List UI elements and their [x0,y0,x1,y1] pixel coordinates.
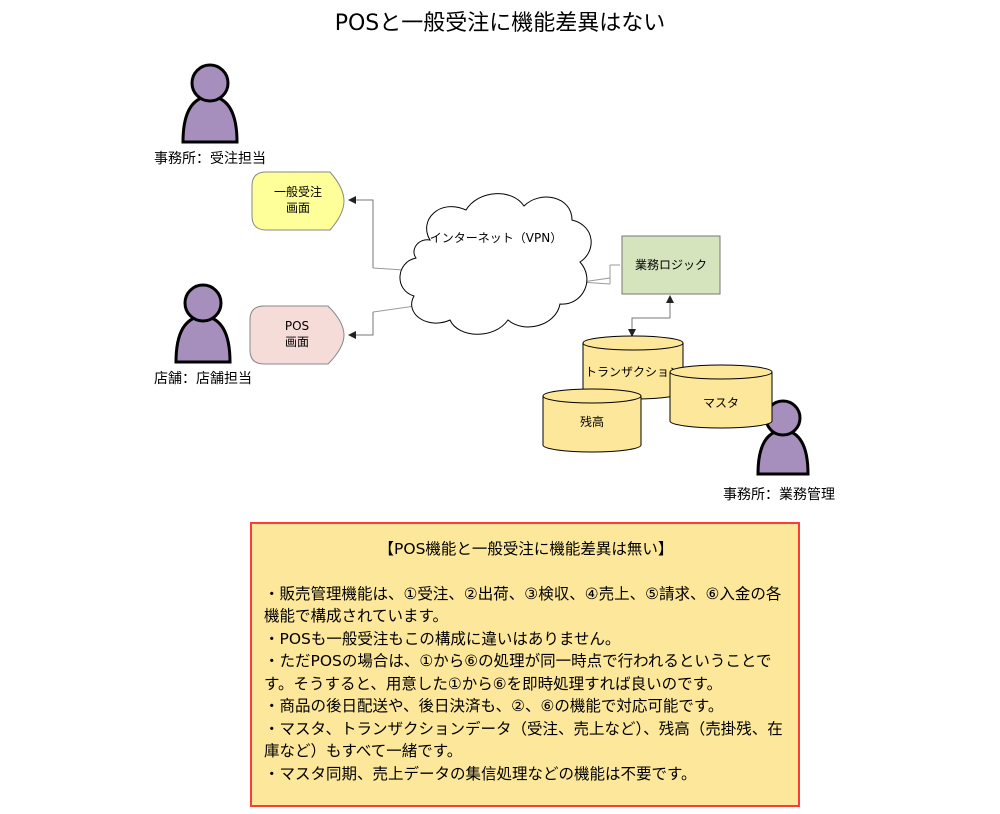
person-icon [174,283,232,364]
page-title: POSと一般受注に機能差異はない [335,11,666,36]
note-line: ・マスタ、トランザクションデータ（受注、売上など）、残高（売掛残、在庫など）もす… [264,719,783,761]
note-title: 【POS機能と一般受注に機能差異は無い】 [378,540,674,558]
database-transaction: トランザクション [582,335,684,400]
actor-label-office-order: 事務所：受注担当 [154,151,266,167]
pos-screen: POS 画面 [249,305,345,365]
general-order-screen-line1: 一般受注 [274,184,322,199]
note-line: ・マスタ同期、売上データの集信処理などの機能は不要です。 [264,764,697,783]
pos-screen-line2: 画面 [285,335,309,349]
actor-label-office-business: 事務所：業務管理 [723,487,835,503]
general-order-screen: 一般受注 画面 [251,171,345,231]
actor-label-store: 店舗：店舗担当 [154,371,252,387]
note-line: ・POSも一般受注もこの構成に違いはありません。 [264,629,621,648]
database-balance: 残高 [542,388,642,453]
database-balance-label: 残高 [580,414,604,429]
pos-screen-line1: POS [285,319,309,333]
database-master-label: マスタ [703,396,739,410]
architecture-diagram: POSと一般受注に機能差異はない 事務所：受注担当 店舗：店舗担当 事務所：業務… [154,11,835,503]
summary-note: 【POS機能と一般受注に機能差異は無い】 ・販売管理機能は、①受注、②出荷、③検… [250,522,800,807]
person-icon [181,63,239,144]
business-logic-label: 業務ロジック [635,258,707,272]
business-logic-box: 業務ロジック [621,235,721,295]
note-line: ・ただPOSの場合は、①から⑥の処理が同一時点で行われるということです。そうする… [264,652,772,693]
internet-cloud: インターネット（VPN） [399,193,592,335]
database-transaction-label: トランザクション [585,365,681,379]
general-order-screen-line2: 画面 [286,201,310,215]
internet-cloud-label: インターネット（VPN） [430,231,562,245]
note-line: ・商品の後日配送や、後日決済も、②、⑥の機能で対応可能です。 [264,697,724,715]
note-line: ・販売管理機能は、①受注、②出荷、③検収、④売上、⑤請求、⑥入金の各機能で構成さ… [264,584,782,626]
database-master: マスタ [669,364,773,429]
